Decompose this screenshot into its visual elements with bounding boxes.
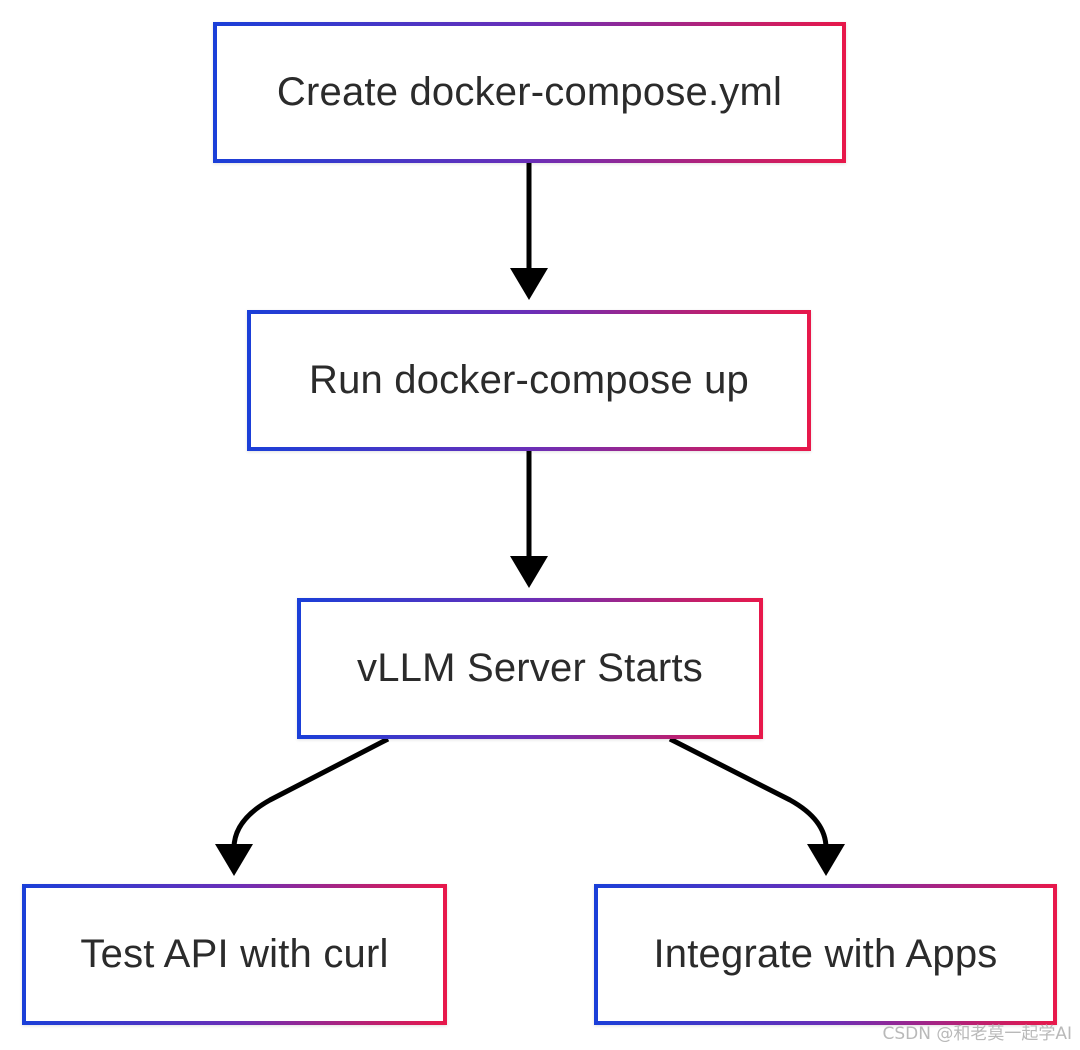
edge-server-to-integrate [668, 736, 829, 849]
node-label: Integrate with Apps [653, 932, 998, 976]
arrowhead-server-to-test [215, 844, 253, 876]
node-create-compose: Create docker-compose.yml [213, 22, 846, 163]
node-label: Create docker-compose.yml [276, 70, 783, 114]
node-label: Run docker-compose up [309, 358, 749, 402]
node-run-compose: Run docker-compose up [247, 310, 811, 451]
node-label: vLLM Server Starts [357, 646, 703, 690]
watermark: CSDN @和老莫一起学AI [882, 1024, 1072, 1044]
arrowhead-create-to-run [510, 268, 548, 300]
node-test-api: Test API with curl [22, 884, 447, 1025]
node-integrate-apps: Integrate with Apps [594, 884, 1057, 1025]
node-server-starts: vLLM Server Starts [297, 598, 763, 739]
edge-server-to-test [231, 736, 390, 849]
node-label: Test API with curl [80, 932, 389, 976]
arrowhead-run-to-server [510, 556, 548, 588]
arrowhead-server-to-integrate [807, 844, 845, 876]
